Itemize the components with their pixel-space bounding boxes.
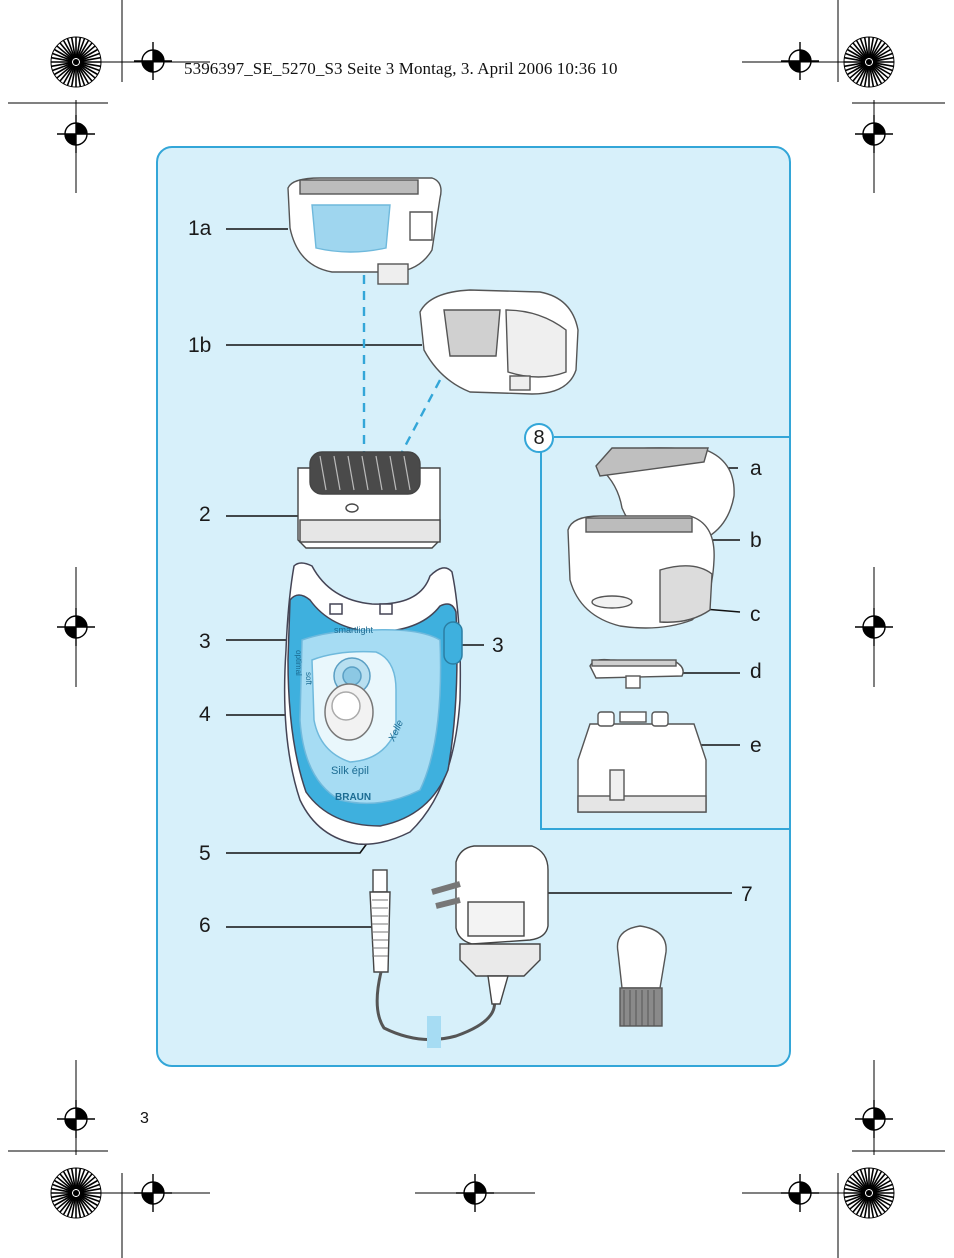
- print-header: 5396397_SE_5270_S3 Seite 3 Montag, 3. Ap…: [184, 59, 618, 78]
- shaver-head-1a: [287, 177, 442, 285]
- label-7: 7: [741, 883, 753, 906]
- leader-lines: [226, 228, 741, 928]
- epilation-head-2: [297, 451, 441, 549]
- label-8-badge: 8: [524, 423, 554, 453]
- accessory-bracket: [540, 436, 789, 830]
- label-a: a: [750, 457, 762, 480]
- charger-cord-6: [369, 869, 500, 1048]
- product-name-label: Silk épil: [331, 765, 369, 777]
- label-2: 2: [199, 503, 211, 526]
- page-number: 3: [140, 1110, 149, 1127]
- shaving-cap-1b: [419, 289, 579, 395]
- assembly-dashes: [362, 275, 442, 453]
- label-3-right: 3: [492, 634, 504, 657]
- cleaning-brush: [616, 925, 667, 1027]
- label-e: e: [750, 734, 762, 757]
- accessory-b-cap: [567, 515, 715, 629]
- optimal-label: optimal: [294, 650, 303, 676]
- epilator-body: [283, 562, 463, 845]
- label-6: 6: [199, 914, 211, 937]
- label-5: 5: [199, 842, 211, 865]
- label-1a: 1a: [188, 217, 212, 240]
- label-1b: 1b: [188, 334, 212, 357]
- accessory-d-trimmer: [589, 658, 684, 689]
- label-d: d: [750, 660, 762, 683]
- charger-adapter-7: [431, 845, 549, 1005]
- smartlight-label: smartlight: [334, 625, 374, 635]
- brand-logo-text: BRAUN: [335, 792, 371, 803]
- soft-label: soft: [304, 672, 313, 686]
- label-b: b: [750, 529, 762, 552]
- label-4: 4: [199, 703, 211, 726]
- accessory-e-head-base: [577, 711, 707, 813]
- label-c: c: [750, 603, 761, 626]
- label-3-left: 3: [199, 630, 211, 653]
